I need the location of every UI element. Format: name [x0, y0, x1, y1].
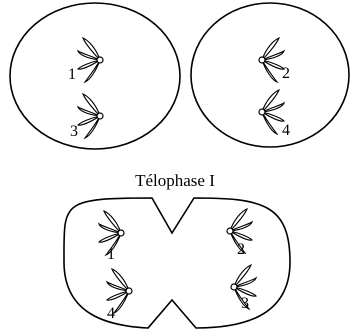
- top-right-cell: 2 4: [190, 2, 350, 148]
- bottom-dividing-cell: 1 2 4 3: [63, 197, 291, 329]
- top-right-chromosome-label-2: 2: [282, 65, 290, 82]
- top-right-chromosome-label-4: 4: [282, 122, 290, 139]
- chromosome-3-icon: [77, 93, 104, 139]
- bottom-chromosome-label-2: 2: [237, 241, 245, 258]
- top-left-cell: 1 3: [9, 2, 181, 150]
- top-left-cell-outline: [9, 2, 181, 150]
- chromosome-4-icon: [258, 89, 285, 135]
- top-right-cell-outline: [190, 2, 350, 148]
- stage-label: Télophase I: [135, 171, 215, 190]
- chromosome-2-icon: [258, 37, 285, 83]
- bottom-chromosome-label-3: 3: [241, 295, 249, 312]
- bottom-chromosome-label-4: 4: [107, 305, 115, 322]
- chromosome-1-icon: [77, 37, 104, 83]
- top-left-chromosome-label-1: 1: [68, 66, 76, 83]
- bottom-chromosome-label-1: 1: [107, 246, 115, 263]
- top-left-chromosome-label-3: 3: [70, 123, 78, 140]
- bottom-cell-outline: [63, 197, 291, 329]
